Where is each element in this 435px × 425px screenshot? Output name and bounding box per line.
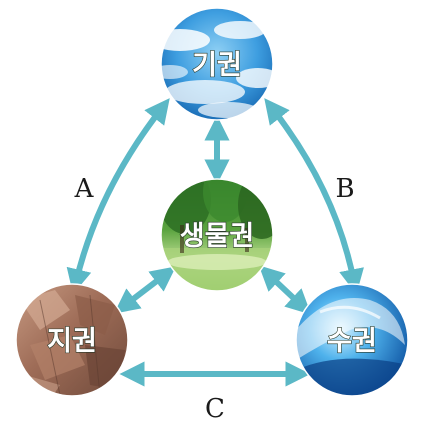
geosphere-label: 지권 — [47, 326, 97, 357]
arrows — [66, 98, 364, 387]
edge-label-c: C — [205, 394, 225, 424]
arrow-biosphere-hydrosphere — [258, 265, 312, 315]
hydrosphere-label: 수권 — [327, 326, 377, 357]
hydrosphere-node: 수권 — [295, 283, 409, 397]
cloud-icon — [161, 21, 273, 118]
atmosphere-label: 기권 — [192, 50, 242, 81]
geosphere-node: 지권 — [15, 283, 129, 397]
arrow-biosphere-geosphere — [113, 266, 177, 314]
atmosphere-node: 기권 — [160, 7, 274, 121]
edge-label-a: A — [74, 174, 95, 204]
arrow-b — [264, 98, 364, 295]
arrow-a — [66, 98, 170, 295]
edge-label-b: B — [335, 174, 354, 204]
biosphere-label: 생물권 — [180, 221, 255, 252]
